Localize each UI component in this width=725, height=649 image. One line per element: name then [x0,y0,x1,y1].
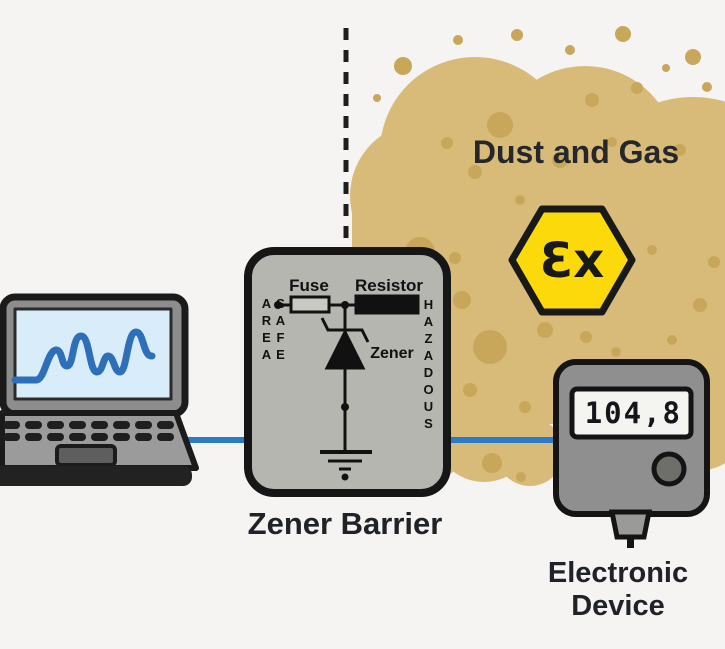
dust-and-gas-label: Dust and Gas [472,134,680,170]
zener-barrier-label: Zener Barrier [247,506,443,541]
dust-particles [373,26,720,482]
zener-barrier-box [244,247,451,497]
resistor-label: Resistor [354,276,424,295]
laptop [0,293,199,486]
barrier-circuit [278,294,420,471]
electronic-device-label: Electronic Device [547,557,689,622]
waveform-trace [11,328,156,384]
safe-area-vertical-label: SAFE AREA [259,296,288,364]
atex-ex-hexagon-icon [508,205,636,316]
circuit-junction-dots [274,301,349,481]
device-probe-pin [627,537,634,548]
laptop-trackpad [55,444,117,467]
device-probe-connector [608,509,653,540]
device-lcd-display [569,386,694,440]
resistor-symbol [354,294,420,315]
laptop-keys [3,421,174,441]
ex-symbol-text: Ɛx [539,233,605,289]
fuse-label: Fuse [289,276,329,295]
zener-label: Zener [370,345,414,362]
fuse-symbol [289,295,331,314]
laptop-base-bar [0,466,192,486]
device-display-value: 104,8 [584,396,682,430]
zener-diode-symbol [324,328,366,370]
electronic-device [553,359,710,548]
hazardous-area-vertical-label: HAZADOUS [421,297,436,433]
device-knob [651,451,687,487]
